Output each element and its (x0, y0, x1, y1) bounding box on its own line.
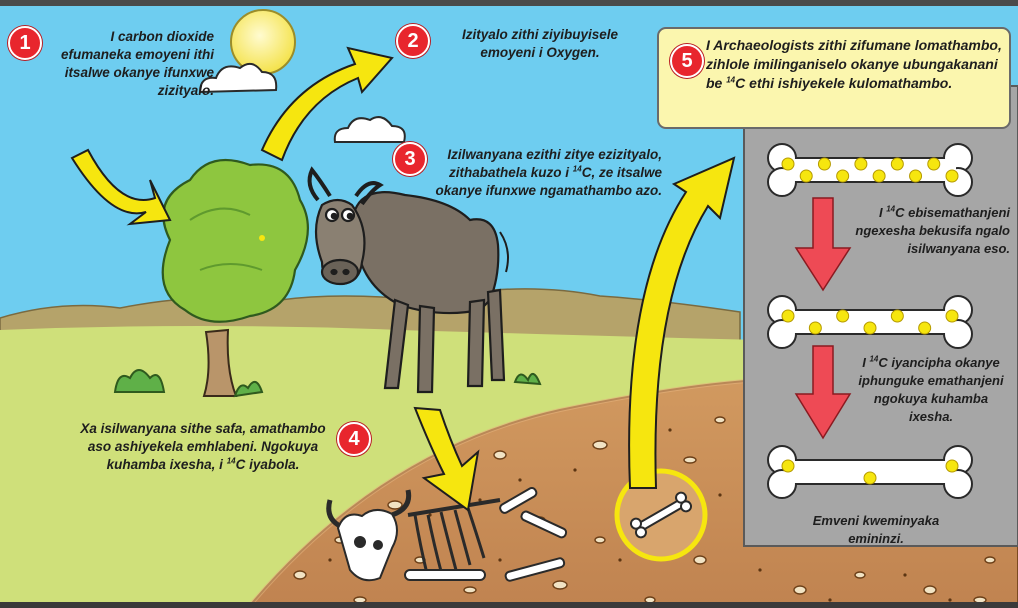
step-3-isotope: 14C (573, 165, 592, 180)
c14-marker (891, 310, 903, 322)
sun (231, 10, 295, 74)
c14-marker (855, 158, 867, 170)
c14-marker (910, 170, 922, 182)
panel-note-3: Emveni kweminyaka emininzi. (806, 512, 946, 548)
isotope-symbol: C (236, 457, 246, 472)
panel-note-1-isotope: 14C (886, 205, 904, 220)
step-1-text: I carbon dioxide efumaneka emoyeni ithi … (44, 28, 214, 100)
step-5-badge: 5 (670, 44, 704, 78)
step-3-badge: 3 (393, 142, 427, 176)
isotope-sup: 14 (886, 205, 895, 214)
step-5-isotope: 14C (726, 75, 745, 91)
panel-note-3-text: Emveni kweminyaka emininzi. (813, 513, 939, 546)
c14-marker (782, 310, 794, 322)
c14-marker (782, 158, 794, 170)
c14-marker (809, 322, 821, 334)
panel-note-2: I 14C iyancipha okanye iphunguke emathan… (856, 354, 1006, 426)
step-2-post: . (596, 45, 600, 60)
c14-marker (800, 170, 812, 182)
c14-marker (864, 472, 876, 484)
step-5-text: I Archaeologists zithi zifumane lomatham… (706, 36, 1002, 93)
c14-marker (873, 170, 885, 182)
panel-note-2-isotope: 14C (869, 355, 887, 370)
c14-marker (928, 158, 940, 170)
step-1-badge: 1 (8, 26, 42, 60)
isotope-sup: 14 (573, 165, 582, 174)
isotope-sup: 14 (726, 75, 735, 84)
isotope-symbol: C (735, 75, 745, 91)
step-4-post: iyabola. (245, 457, 299, 472)
c14-marker (782, 460, 794, 472)
bottom-band (0, 602, 1018, 608)
c14-marker (891, 158, 903, 170)
step-2-badge: 2 (396, 24, 430, 58)
step-1-pre: I (110, 29, 118, 44)
step-5-post: ethi ishiyekele kulomathambo. (745, 75, 952, 91)
isotope-symbol: C (878, 355, 887, 370)
step-4-isotope: 14C (227, 457, 246, 472)
top-band (0, 0, 1018, 6)
step-3-text: Izilwanyana ezithi zitye ezizityalo, zit… (432, 146, 662, 200)
step-2-text: Izityalo zithi ziyibuyisele emoyeni i Ox… (440, 26, 640, 62)
isotope-symbol: C (582, 165, 592, 180)
c14-marker (818, 158, 830, 170)
step-4-badge: 4 (337, 422, 371, 456)
c14-marker (919, 322, 931, 334)
c14-marker (864, 322, 876, 334)
c14-marker (946, 460, 958, 472)
step-4-text: Xa isilwanyana sithe safa, amathambo aso… (74, 420, 332, 474)
c14-marker (837, 310, 849, 322)
isotope-sup: 14 (227, 457, 236, 466)
isotope-symbol: C (895, 205, 904, 220)
c14-marker (946, 170, 958, 182)
step-2-bold: Oxygen (546, 45, 596, 60)
panel-note-1: I 14C ebisemathanjeni ngexesha bekusifa … (846, 204, 1010, 258)
c14-marker (946, 310, 958, 322)
step-1-bold: carbon dioxide (118, 29, 214, 44)
c14-marker (837, 170, 849, 182)
step-1-post: efumaneka emoyeni ithi itsalwe okanye if… (61, 47, 214, 98)
